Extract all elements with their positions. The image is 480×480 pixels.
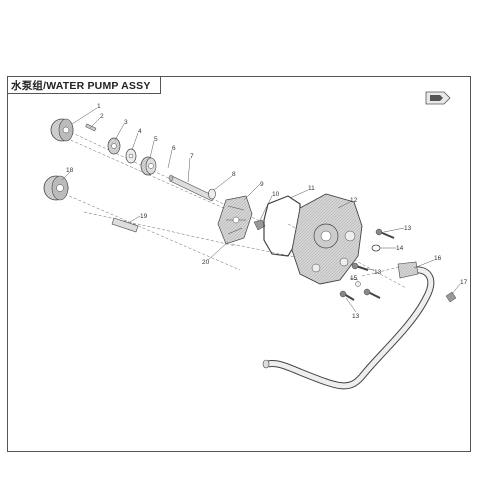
callout-18: 18 (66, 167, 74, 174)
title-box: 水泵组/WATER PUMP ASSY (7, 76, 161, 94)
pump-shaft (168, 174, 215, 202)
callout-2: 2 (100, 113, 104, 120)
callout-8: 8 (232, 171, 236, 178)
washer-8 (208, 188, 216, 200)
hose-bolt (445, 291, 457, 303)
bolt-middle (351, 262, 369, 271)
callout-19: 19 (140, 213, 148, 220)
callout-16: 16 (434, 255, 442, 262)
bolt-lower-a (339, 290, 355, 301)
leader-lines (61, 107, 461, 313)
callout-20: 20 (202, 259, 210, 266)
callout-6: 6 (172, 145, 176, 152)
impeller (217, 195, 253, 245)
callout-3: 3 (124, 119, 128, 126)
bearing-3 (107, 137, 121, 155)
callout-17: 17 (460, 279, 468, 286)
washer-15 (355, 281, 361, 287)
gear-upper (50, 118, 74, 142)
pump-housing (291, 193, 363, 285)
impeller-nut (253, 219, 266, 231)
callout-7: 7 (190, 153, 194, 160)
callout-5: 5 (154, 136, 158, 143)
bolt-upper (375, 228, 395, 239)
bolt-lower-b (363, 288, 381, 299)
bearing-5 (140, 156, 157, 176)
coolant-hose (262, 261, 435, 390)
callout-13-upper: 13 (404, 225, 412, 232)
callout-15: 15 (350, 275, 358, 282)
callout-13-middle: 13 (374, 269, 382, 276)
callout-11: 11 (308, 185, 315, 192)
callout-9: 9 (260, 181, 264, 188)
callout-14: 14 (396, 245, 404, 252)
callout-12: 12 (350, 197, 358, 204)
next-arrow-icon (425, 91, 451, 105)
callout-13-lower: 13 (352, 313, 360, 320)
callout-10: 10 (272, 191, 280, 198)
washer-4 (125, 148, 137, 164)
callout-labels: 1 2 3 4 5 6 7 8 9 10 11 12 13 14 13 15 1… (66, 103, 468, 320)
callout-1: 1 (97, 103, 101, 110)
gear-lower (43, 175, 69, 201)
diagram-frame (7, 76, 471, 452)
o-ring (371, 244, 381, 252)
callout-4: 4 (138, 128, 142, 135)
diagram-title: 水泵组/WATER PUMP ASSY (11, 80, 151, 92)
dowel-pin (111, 217, 139, 233)
